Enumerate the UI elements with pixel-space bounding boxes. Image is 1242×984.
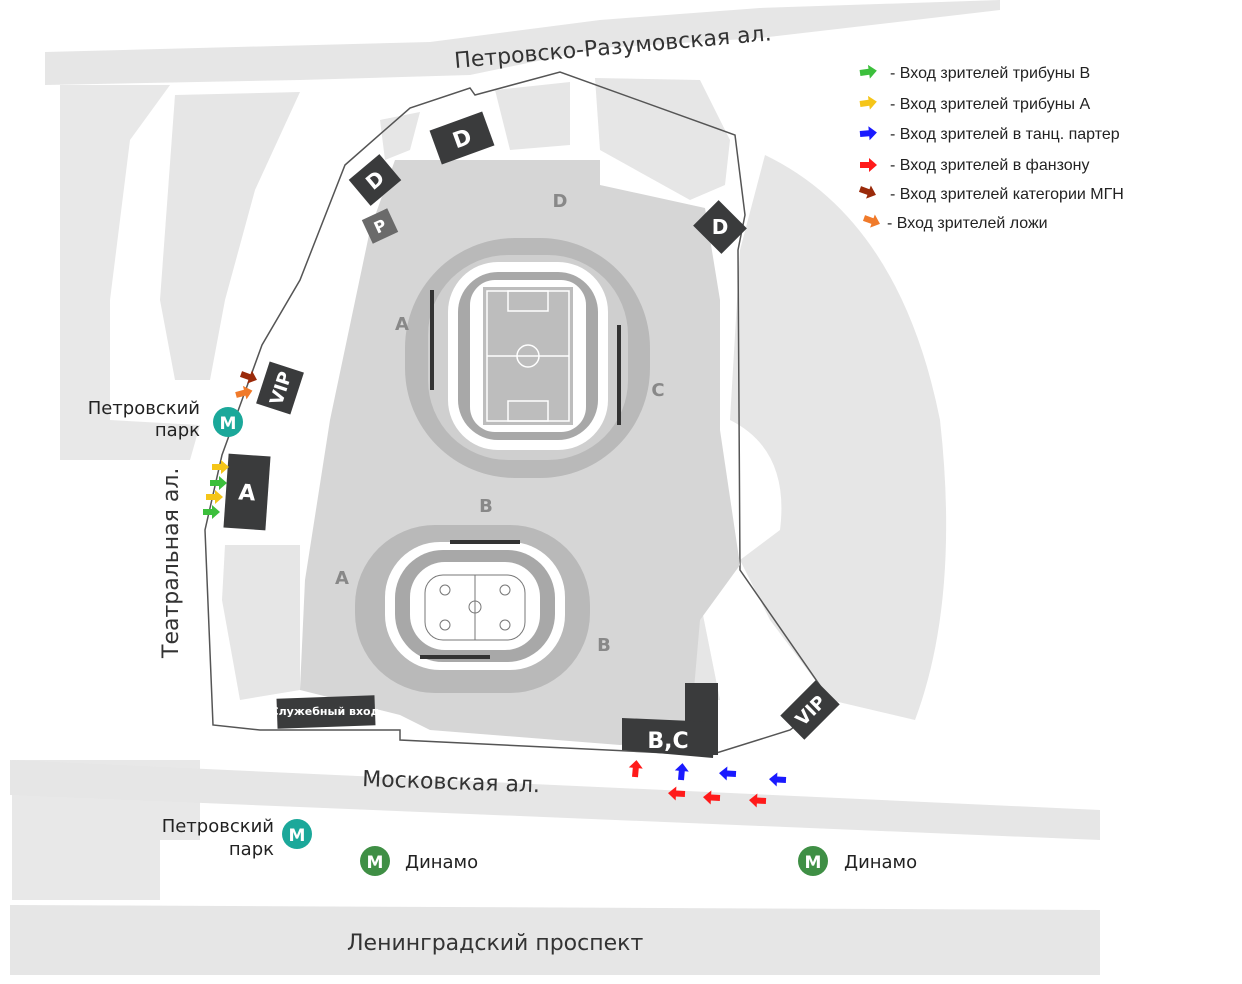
metro-icon [213,407,243,437]
gate-label: A [238,480,257,506]
legend: - Вход зрителей трибуны B - Вход зрителе… [857,63,1124,232]
arrow-b-icon [203,505,220,519]
legend-item: - Вход зрителей трибуны A [890,96,1090,113]
metro-icon [798,846,828,876]
legend-item: - Вход зрителей в фанзону [890,157,1089,174]
metro-symbol: М [220,414,237,434]
legend-item: - Вход зрителей категории МГН [890,186,1124,203]
stand-label-a: A [395,314,409,335]
metro-dinamo-1[interactable]: М Динамо [360,846,478,876]
street-teatralnaya: Театральная ал. [159,468,184,659]
football-field [486,290,570,422]
metro-symbol: М [289,826,306,846]
metro-label: Петровский [162,816,274,837]
gate-p[interactable]: P [361,208,399,244]
gate-d-left[interactable]: D [348,154,402,206]
metro-petrovsky-park-2[interactable]: М Петровский парк [162,816,312,860]
service-entrance[interactable]: Служебный вход [271,695,380,729]
metro-icon [360,846,390,876]
metro-dinamo-2[interactable]: М Динамо [798,846,917,876]
gate-vip-left[interactable]: VIP [256,361,304,415]
hockey-rink [439,575,511,640]
arrow-parterre-icon [768,772,787,787]
arrow-box-icon [234,383,255,402]
metro-icon [282,819,312,849]
metro-label: парк [229,839,274,860]
arrow-parterre-icon [674,762,690,781]
small-arena [355,525,590,693]
legend-arrow-icon [861,211,883,231]
legend-item: - Вход зрителей трибуны B [890,65,1090,82]
street-leningradsky: Ленинградский проспект [347,931,643,956]
arrow-b-icon [210,476,227,490]
legend-arrow-icon [859,125,878,141]
street-moskovskaya: Московская ал. [362,767,541,798]
stand-label-d: D [553,191,568,212]
gate-a[interactable]: A [223,453,271,531]
gate-label: D [712,215,729,239]
metro-label: Динамо [844,852,917,873]
stand-label-c: C [651,380,664,401]
arrow-mgn-icon [238,367,260,387]
gate-d-right[interactable]: D [693,200,747,254]
metro-label: Динамо [405,852,478,873]
gate-vip-right[interactable]: VIP [780,680,840,740]
service-entrance-label: Служебный вход [271,705,380,718]
park-areas [10,0,1100,975]
legend-item: - Вход зрителей в танц. партер [890,126,1120,143]
legend-arrow-icon [859,63,878,80]
metro-petrovsky-park-1[interactable]: М Петровский парк [88,398,243,441]
small-stand-label-b: B [597,635,611,656]
gate-bc[interactable]: B,C [622,683,718,758]
small-stand-label-a: A [335,568,349,589]
arrow-fanzone-icon [628,759,644,778]
legend-item: - Вход зрителей ложи [887,215,1048,232]
arrow-a-icon [206,490,223,504]
legend-arrow-icon [857,182,879,202]
metro-symbol: М [805,853,822,873]
metro-symbol: М [367,853,384,873]
legend-arrow-icon [859,94,878,111]
arrow-parterre-icon [718,766,737,781]
metro-label: парк [155,420,200,441]
gate-d-top[interactable]: D [429,111,495,165]
big-arena [405,238,650,478]
stand-label-b: B [479,496,493,517]
metro-label: Петровский [88,398,200,419]
legend-arrow-icon [860,158,877,172]
gate-label: B,C [647,729,688,754]
